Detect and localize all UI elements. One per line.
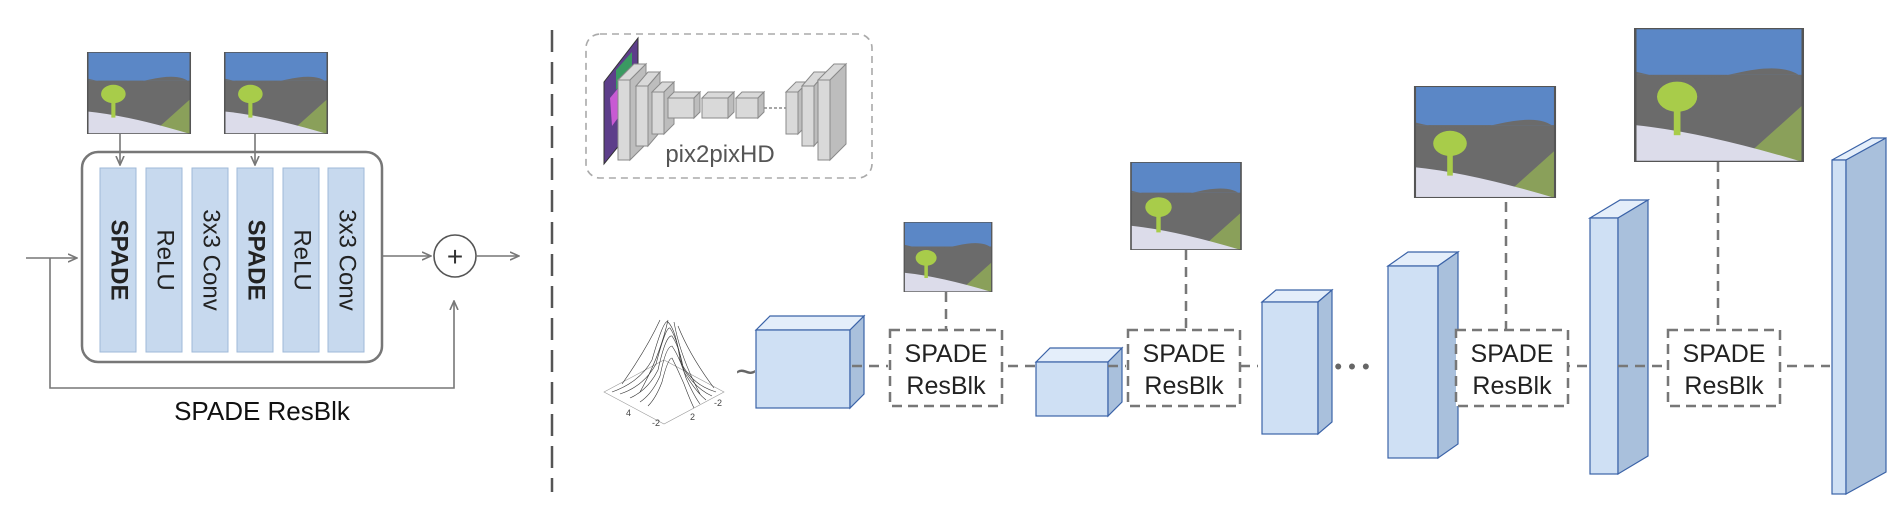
layer-column [236,167,274,353]
volume-side [1437,250,1459,460]
feature-volume [1386,250,1460,460]
layer-label: SPADE [106,220,133,301]
volume-front [1035,361,1109,417]
skip-connection [49,258,454,389]
segmentation-map-thumbnail [1633,28,1805,162]
segmentation-map-thumbnail [223,52,329,134]
resblk-layer: SPADE [99,167,137,353]
svg-text:-2: -2 [714,398,722,408]
gaussian-noise-plot: 4 -2 2 -2 [603,319,725,428]
spade-resblk-stack: SPADE ResBlk SPADE ResBlk SPADE ResBlk SPADE Re… [888,328,1782,408]
feature-volume [1831,136,1887,496]
feature-volume [1587,198,1651,476]
resblk-title: SPADE ResBlk [174,396,351,426]
inset-label: pix2pixHD [665,141,774,168]
segmentation-map-thumbnail [1413,86,1557,198]
layer-column [145,167,183,353]
resblk-label: ResBlk [1144,372,1224,400]
layer-label: 3x3 Conv [198,209,225,310]
resblk-frame [1666,328,1782,408]
layer-label: ReLU [152,229,179,290]
segmentation-map-thumbnail [1130,162,1242,250]
volume-front [1387,265,1439,459]
tilde-symbol: ~ [735,351,756,392]
resblk-layer: ReLU [282,167,320,353]
resblk-layer: ReLU [145,167,183,353]
resblk-frame [1126,328,1242,408]
resblk-label: ResBlk [1472,372,1552,400]
resblk-label: SPADE [1683,340,1766,368]
layer-column [282,167,320,353]
volume-top [754,315,866,331]
sum-symbol: + [447,241,463,272]
feature-volume [754,314,866,410]
spade-resblk-box: SPADE ResBlk [1126,328,1242,408]
resblk-frame [888,328,1004,408]
resblk-label: SPADE [1471,340,1554,368]
resblk-label: SPADE [1143,340,1226,368]
resblk-layer: 3x3 Conv [191,167,229,353]
feature-volume [1260,288,1334,436]
segmentation-map-thumbnail [903,222,993,292]
spade-resblk-box: SPADE ResBlk [1454,328,1570,408]
volume-top [1034,347,1124,363]
resblk-layer: 3x3 Conv [327,167,365,353]
resblk-label: ResBlk [906,372,986,400]
spade-resblk-box: SPADE ResBlk [1666,328,1782,408]
ellipsis: • • • [1334,354,1369,379]
encoder-decoder-blocks [616,62,848,162]
svg-text:-2: -2 [652,418,660,428]
spade-resblk-panel: SPADE ReLU 3x3 Conv SPADE ReLU 3x3 Conv + SPA… [26,52,518,426]
resblk-outline [80,150,384,364]
svg-text:4: 4 [626,408,631,418]
volume-front [1589,217,1619,475]
resblk-label: SPADE [905,340,988,368]
layer-column [99,167,137,353]
layer-column [327,167,365,353]
layer-label: ReLU [289,229,316,290]
volume-side [849,314,865,410]
layer-label: SPADE [243,220,270,301]
spade-resblk-box: SPADE ResBlk [888,328,1004,408]
volume-front [755,329,851,409]
resblk-frame [1454,328,1570,408]
svg-text:2: 2 [690,412,695,422]
generator-panel: pix2pixHD 4 -2 2 -2 ~ [585,28,1887,496]
inset-frame [585,33,873,179]
resblk-layers: SPADE ReLU 3x3 Conv SPADE ReLU 3x3 Conv [99,167,365,353]
volume-side [1845,136,1887,496]
pix2pixhd-inset: pix2pixHD [585,33,873,179]
feature-volumes [754,136,1887,496]
layer-label: 3x3 Conv [334,209,361,310]
segmentation-map-thumbnail [86,52,192,134]
volume-side [1617,198,1649,476]
layer-column [191,167,229,353]
resblk-layer: SPADE [236,167,274,353]
resblk-label: ResBlk [1684,372,1764,400]
feature-volume [1034,346,1124,418]
volume-front [1261,301,1319,435]
volume-front [1831,159,1847,495]
volume-side [1317,288,1333,436]
